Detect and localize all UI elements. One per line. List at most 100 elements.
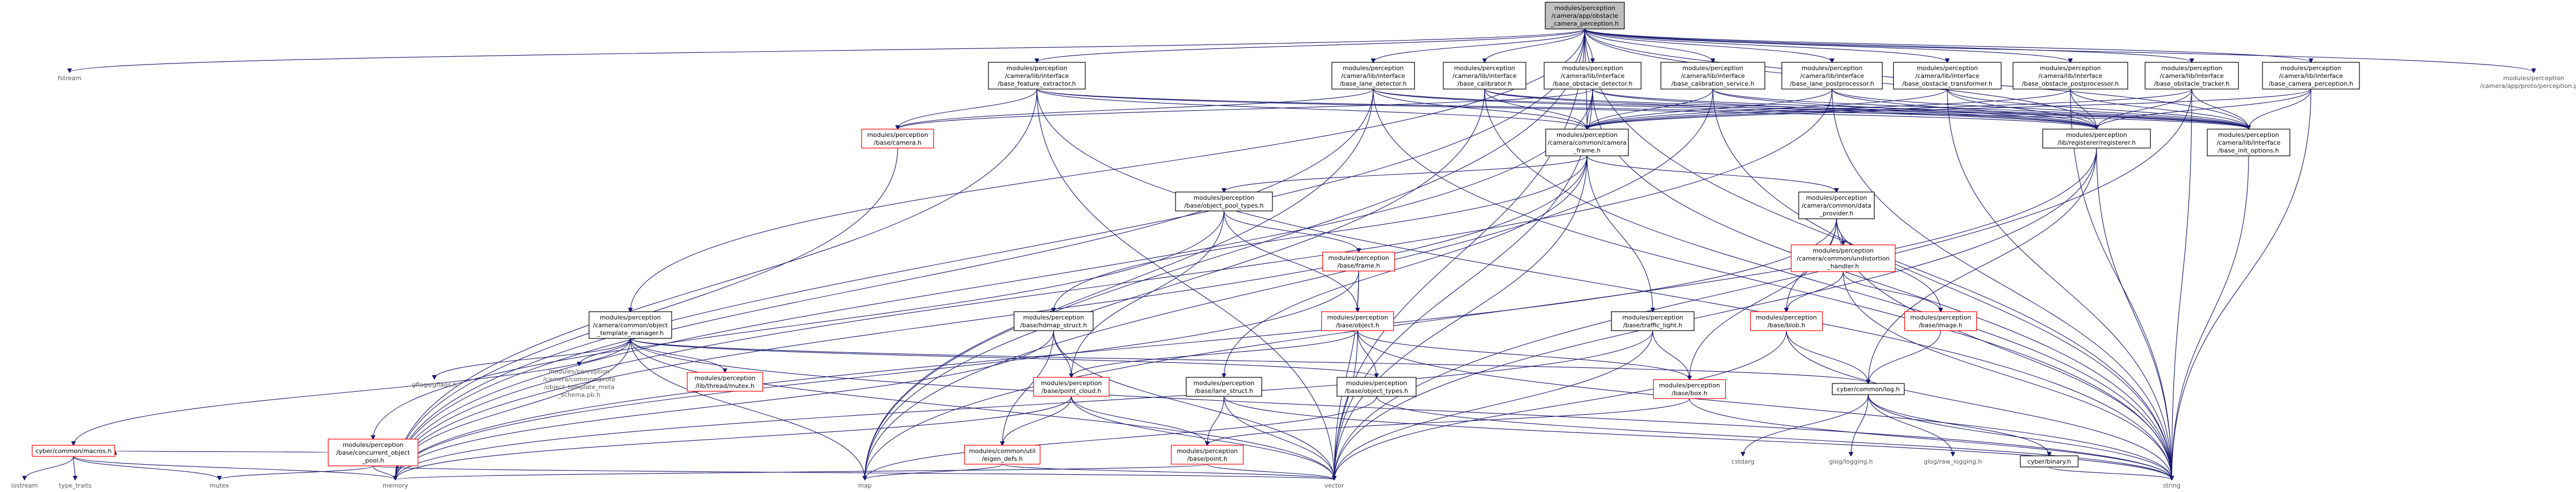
edge-data-provider-to-box bbox=[1689, 218, 1837, 380]
node-label-line: modules/perception bbox=[1756, 314, 1817, 321]
node-cam-frame[interactable]: modules/perception/camera/common/camera_… bbox=[1545, 129, 1629, 156]
node-box bbox=[327, 439, 419, 466]
edge-obs-post-to-init-opts bbox=[2070, 88, 2249, 129]
node-label-line: /camera/app/proto/perception.pb.h bbox=[2480, 82, 2576, 90]
node-label-line: /base/hdmap_struct.h bbox=[1020, 322, 1087, 329]
node-macros[interactable]: cyber/common/macros.h bbox=[32, 445, 115, 457]
node-init-opts[interactable]: modules/perception/camera/lib/interface/… bbox=[2207, 129, 2290, 156]
node-obs-det[interactable]: modules/perception/camera/lib/interface/… bbox=[1544, 62, 1642, 90]
edge-hdmap-to-memory bbox=[395, 330, 1054, 480]
edge-undistortion-to-blob bbox=[1786, 271, 1844, 312]
node-label-line: vector bbox=[1325, 482, 1344, 489]
node-label-line: modules/perception bbox=[1910, 314, 1971, 321]
node-layer: modules/perception/camera/app/obstacle_c… bbox=[11, 2, 2576, 489]
node-cam-perc[interactable]: modules/perception/camera/lib/interface/… bbox=[2262, 62, 2360, 90]
node-label-line: glog/logging.h bbox=[1829, 458, 1873, 465]
edge-obj-tmpl-mgr-to-log bbox=[630, 338, 1868, 383]
node-hdmap[interactable]: modules/perception/base/hdmap_struct.h bbox=[1013, 311, 1094, 331]
edge-obs-post-to-registerer bbox=[2070, 88, 2097, 129]
node-label-line: modules/perception bbox=[1041, 380, 1102, 387]
node-point-cloud[interactable]: modules/perception/base/point_cloud.h bbox=[1033, 377, 1110, 397]
node-label-line: /camera/common/undistortion bbox=[1797, 255, 1890, 262]
edge-root-to-proto-perc bbox=[1584, 28, 2534, 72]
node-obj-pool-types[interactable]: modules/perception/base/object_pool_type… bbox=[1175, 191, 1273, 211]
edge-calib-to-registerer bbox=[1484, 88, 2097, 129]
node-blob[interactable]: modules/perception/base/blob.h bbox=[1750, 311, 1823, 331]
node-label-line: modules/perception bbox=[1454, 65, 1515, 72]
node-traffic-light[interactable]: modules/perception/base/traffic_light.h bbox=[1611, 311, 1695, 331]
node-lane-post[interactable]: modules/perception/camera/lib/interface/… bbox=[1781, 62, 1883, 90]
node-root[interactable]: modules/perception/camera/app/obstacle_c… bbox=[1545, 2, 1625, 29]
edge-obs-det-to-vector bbox=[1334, 88, 1593, 480]
node-object[interactable]: modules/perception/base/object.h bbox=[1321, 311, 1394, 331]
edge-obs-track-to-string bbox=[2172, 88, 2192, 480]
node-obs-trans[interactable]: modules/perception/camera/lib/interface/… bbox=[1893, 62, 2002, 90]
node-box bbox=[1322, 252, 1395, 272]
node-obs-post[interactable]: modules/perception/camera/lib/interface/… bbox=[2012, 62, 2128, 90]
node-concurrent-pool[interactable]: modules/perception/base/concurrent_objec… bbox=[327, 439, 419, 466]
node-data-provider[interactable]: modules/perception/camera/common/data_pr… bbox=[1798, 191, 1875, 219]
node-label-line: /camera/lib/interface bbox=[2160, 72, 2224, 80]
node-label-line: /base/image.h bbox=[1919, 322, 1962, 329]
node-calib-srv[interactable]: modules/perception/camera/lib/interface/… bbox=[1661, 62, 1766, 90]
edge-traffic-light-to-vector bbox=[1334, 330, 1653, 480]
edge-concurrent-pool-to-mutex bbox=[219, 465, 374, 480]
node-box bbox=[1661, 62, 1766, 90]
node-calib[interactable]: modules/perception/camera/lib/interface/… bbox=[1443, 62, 1526, 90]
node-box bbox=[2042, 129, 2151, 149]
edge-box-to-point bbox=[1207, 398, 1690, 445]
node-point[interactable]: modules/perception/base/point.h bbox=[1171, 445, 1244, 465]
node-lane-det[interactable]: modules/perception/camera/lib/interface/… bbox=[1331, 62, 1415, 90]
edge-lane-det-to-base-camera bbox=[898, 88, 1374, 129]
edge-lane-det-to-registerer bbox=[1373, 88, 2097, 129]
edge-undistortion-to-image bbox=[1843, 271, 1941, 312]
edge-log-to-glog bbox=[1851, 394, 1869, 456]
edge-log-to-binary bbox=[1868, 394, 2049, 456]
edge-root-to-calib bbox=[1485, 28, 1585, 62]
edge-lane-post-to-memory bbox=[395, 88, 1833, 480]
node-box bbox=[2012, 62, 2128, 90]
node-box bbox=[1545, 129, 1629, 156]
edge-lane-post-to-init-opts bbox=[1831, 88, 2249, 129]
edge-lane-post-to-string bbox=[1831, 88, 2172, 480]
node-label-line: modules/perception bbox=[2280, 65, 2342, 72]
node-obj-tmpl-mgr[interactable]: modules/perception/camera/common/object_… bbox=[589, 311, 672, 339]
edge-obs-trans-to-registerer bbox=[1947, 88, 2097, 129]
node-log[interactable]: cyber/common/log.h bbox=[1831, 383, 1905, 395]
edge-log-to-string bbox=[1868, 394, 2172, 480]
edge-lane-struct-to-string bbox=[1223, 396, 2172, 480]
node-box bbox=[1750, 311, 1823, 331]
edge-feat-to-memory bbox=[395, 88, 1037, 480]
edge-calib-srv-to-string bbox=[1712, 88, 2172, 480]
node-label-line: modules/perception bbox=[2503, 75, 2564, 82]
node-base-camera[interactable]: modules/perception/base/camera.h bbox=[861, 129, 934, 149]
edge-binary-to-string bbox=[2049, 466, 2172, 480]
node-label-line: modules/perception bbox=[548, 368, 610, 375]
edge-obs-trans-to-cam-frame bbox=[1587, 88, 1948, 129]
edge-data-provider-to-memory bbox=[395, 218, 1837, 480]
node-label-line: /base/point.h bbox=[1187, 455, 1227, 463]
node-undistortion[interactable]: modules/perception/camera/common/undisto… bbox=[1791, 244, 1896, 272]
node-label-line: /camera/lib/interface bbox=[1561, 72, 1625, 80]
node-eigen-defs[interactable]: modules/common/util/eigen_defs.h bbox=[964, 445, 1041, 465]
node-box bbox=[1013, 311, 1094, 331]
edge-cam-frame-to-memory bbox=[395, 155, 1588, 480]
node-image[interactable]: modules/perception/base/image.h bbox=[1904, 311, 1977, 331]
node-binary[interactable]: cyber/binary.h bbox=[2020, 455, 2079, 468]
node-box[interactable]: modules/perception/base/box.h bbox=[1653, 379, 1726, 399]
edge-point-cloud-to-memory bbox=[395, 396, 1072, 480]
node-label-line: modules/perception bbox=[1554, 4, 1615, 12]
node-obs-track[interactable]: modules/perception/camera/lib/interface/… bbox=[2144, 62, 2239, 90]
node-feat[interactable]: modules/perception/camera/lib/interface/… bbox=[988, 62, 1086, 90]
node-registerer[interactable]: modules/perception/lib/registerer/regist… bbox=[2042, 129, 2151, 149]
node-label-line: modules/perception bbox=[1346, 380, 1407, 387]
edge-obs-trans-to-init-opts bbox=[1947, 88, 2249, 129]
node-object-types[interactable]: modules/perception/base/object_types.h bbox=[1336, 377, 1417, 397]
node-label-line: modules/perception bbox=[694, 375, 756, 382]
edge-traffic-light-to-memory bbox=[395, 330, 1653, 480]
edge-registerer-to-vector bbox=[1334, 147, 2097, 480]
node-label-line: /base/camera.h bbox=[874, 139, 922, 146]
node-lane-struct[interactable]: modules/perception/base/lane_struct.h bbox=[1186, 377, 1262, 397]
node-frame[interactable]: modules/perception/base/frame.h bbox=[1322, 252, 1395, 272]
node-mutex-h[interactable]: modules/perception/lib/thread/mutex.h bbox=[687, 372, 763, 392]
